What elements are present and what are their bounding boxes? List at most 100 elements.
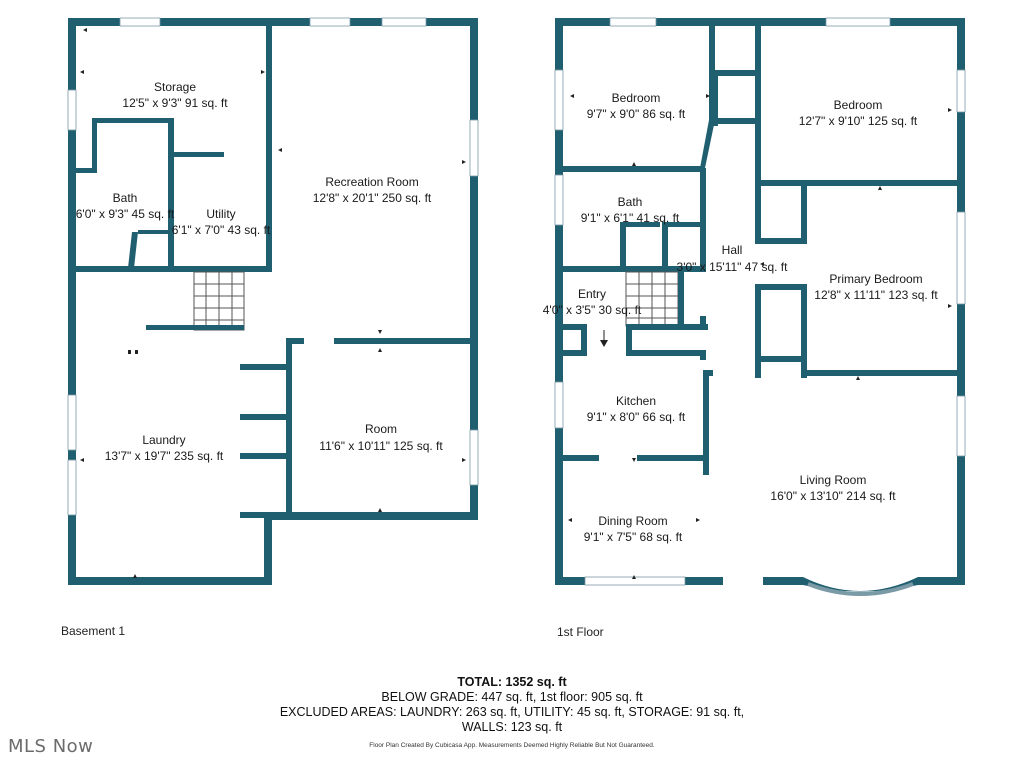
room-name-storage: Storage <box>154 80 196 94</box>
window <box>956 395 966 457</box>
room-size-bath-first: 9'1" x 6'1" 41 sq. ft <box>581 211 680 225</box>
floor-label-first: 1st Floor <box>557 625 604 639</box>
dimension-ticks <box>80 28 952 579</box>
window <box>67 89 77 131</box>
entry-arrow <box>600 340 608 347</box>
disclaimer: Floor Plan Created By Cubicasa App. Meas… <box>369 742 655 749</box>
window <box>825 17 891 27</box>
window <box>554 69 564 131</box>
wall <box>581 324 587 354</box>
window <box>554 174 564 226</box>
summary-line-1: BELOW GRADE: 447 sq. ft, 1st floor: 905 … <box>381 690 643 704</box>
wall <box>286 338 292 520</box>
wall <box>700 26 715 168</box>
wall <box>703 370 709 460</box>
wall <box>288 338 304 344</box>
room-name-bath-basement: Bath <box>113 191 138 205</box>
marker <box>128 350 131 354</box>
room-name-living-room: Living Room <box>800 473 867 487</box>
wall <box>763 577 803 585</box>
wall <box>712 118 758 124</box>
room-size-utility: 6'1" x 7'0" 43 sq. ft <box>172 223 271 237</box>
room-size-hall: 3'0" x 15'11" 47 sq. ft <box>677 260 789 274</box>
wall <box>266 152 272 270</box>
wall <box>637 455 709 461</box>
wall <box>700 350 706 360</box>
area-summary: TOTAL: 1352 sq. ft BELOW GRADE: 447 sq. … <box>0 675 1024 735</box>
window <box>309 17 351 27</box>
room-size-entry: 4'0" x 3'5" 30 sq. ft <box>543 303 642 317</box>
room-name-kitchen: Kitchen <box>616 394 656 408</box>
wall <box>268 512 478 520</box>
room-size-storage: 12'5" x 9'3" 91 sq. ft <box>122 96 228 110</box>
wall <box>563 350 587 356</box>
floor-label-basement: Basement 1 <box>61 624 126 638</box>
wall <box>68 18 478 26</box>
room-name-laundry: Laundry <box>142 433 185 447</box>
wall <box>563 455 599 461</box>
wall <box>266 26 272 154</box>
wall <box>555 18 965 26</box>
first-floor-plan <box>554 17 966 596</box>
wall <box>92 118 97 173</box>
window <box>119 17 161 27</box>
wall <box>146 325 244 330</box>
room-name-bath-first: Bath <box>618 195 643 209</box>
wall <box>68 18 76 585</box>
wall <box>712 70 718 126</box>
door-swing <box>128 232 138 268</box>
window <box>381 17 427 27</box>
room-labels: Storage 12'5" x 9'3" 91 sq. ft Bath 6'0"… <box>76 80 939 544</box>
room-name-utility: Utility <box>206 207 235 221</box>
room-name-bedroom-2: Bedroom <box>834 98 883 112</box>
wall <box>76 168 96 173</box>
wall <box>68 577 272 585</box>
wall <box>563 166 703 172</box>
wall <box>700 168 706 270</box>
window <box>67 459 77 516</box>
wall <box>801 284 807 378</box>
room-name-dining-room: Dining Room <box>598 514 667 528</box>
wall <box>555 18 563 585</box>
wall <box>662 222 702 227</box>
wall <box>626 324 632 356</box>
wall <box>703 455 709 475</box>
wall <box>755 284 805 290</box>
room-size-bath-basement: 6'0" x 9'3" 45 sq. ft <box>76 207 175 221</box>
basement-plan <box>67 17 479 585</box>
wall <box>240 364 286 370</box>
marker <box>135 350 138 354</box>
wall <box>755 180 965 186</box>
wall <box>626 324 708 330</box>
room-name-hall: Hall <box>722 243 743 257</box>
wall <box>240 453 286 459</box>
wall <box>264 512 272 585</box>
wall <box>620 222 626 270</box>
wall <box>700 316 706 330</box>
wall <box>755 284 761 378</box>
wall <box>712 70 758 76</box>
basement-stairs <box>193 271 245 331</box>
room-name-bedroom-1: Bedroom <box>612 91 661 105</box>
total-area: TOTAL: 1352 sq. ft <box>457 675 567 689</box>
wall <box>755 238 805 244</box>
wall <box>76 266 272 272</box>
mls-now-logo: MLS Now <box>8 736 94 757</box>
window <box>554 381 564 429</box>
wall <box>563 266 706 272</box>
wall <box>470 18 478 520</box>
bay-window-wall <box>803 577 918 592</box>
wall <box>918 577 965 585</box>
first-floor-stairs <box>625 271 679 327</box>
wall <box>755 26 761 186</box>
room-size-dining-room: 9'1" x 7'5" 68 sq. ft <box>584 530 683 544</box>
wall <box>755 356 805 362</box>
wall <box>662 222 668 270</box>
room-size-bedroom-2: 12'7" x 9'10" 125 sq. ft <box>799 114 918 128</box>
wall <box>755 180 761 244</box>
summary-line-3: WALLS: 123 sq. ft <box>461 720 563 734</box>
window <box>609 17 657 27</box>
wall <box>92 118 174 123</box>
room-name-room: Room <box>365 422 397 436</box>
